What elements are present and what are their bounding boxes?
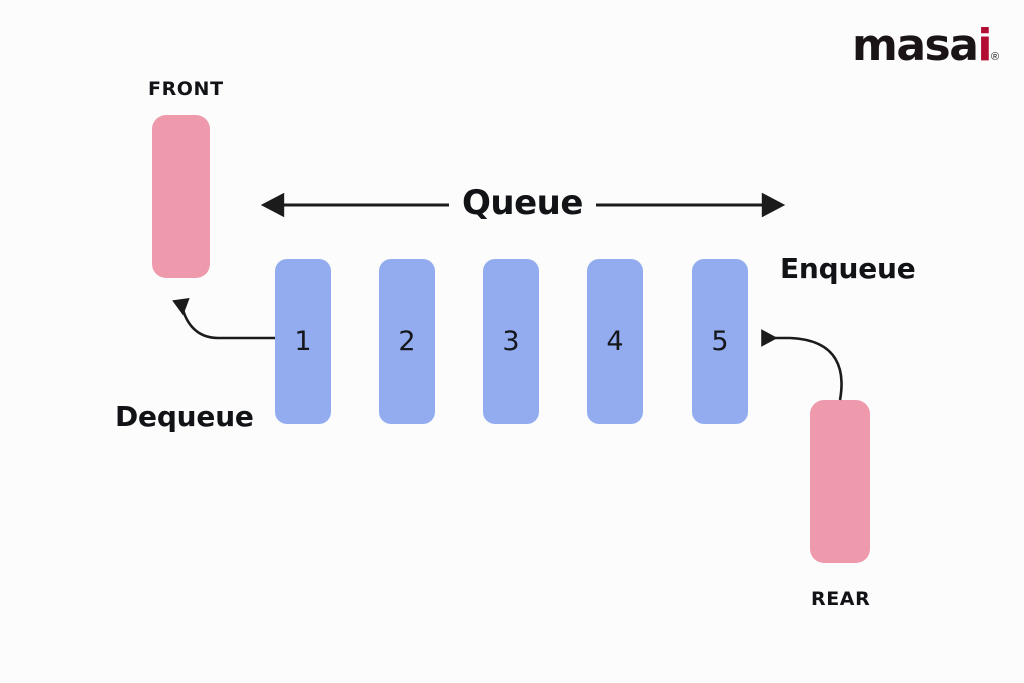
queue-title: Queue bbox=[462, 183, 583, 223]
queue-cell-2[interactable] bbox=[379, 259, 435, 424]
logo-wordmark: masai® bbox=[852, 24, 999, 68]
queue-cell-1-value: 1 bbox=[294, 326, 312, 357]
queue-cell-4-value: 4 bbox=[606, 326, 624, 357]
logo-wordmark-text: masa bbox=[852, 20, 979, 71]
queue-cell-4[interactable] bbox=[587, 259, 643, 424]
enqueue-label: Enqueue bbox=[780, 252, 916, 285]
dequeue-arrow bbox=[172, 298, 275, 340]
queue-cell-1[interactable] bbox=[275, 259, 331, 424]
queue-cell-3[interactable] bbox=[483, 259, 539, 424]
dequeue-label: Dequeue bbox=[115, 400, 254, 433]
logo-accent-letter-i: i bbox=[977, 20, 992, 71]
queue-cell-5[interactable] bbox=[692, 259, 748, 424]
queue-cell-2-value: 2 bbox=[398, 326, 416, 357]
masai-logo: masai® bbox=[852, 18, 1004, 68]
front-pointer-bar bbox=[152, 115, 210, 278]
rear-pointer-bar bbox=[810, 400, 870, 563]
front-pointer-label: FRONT bbox=[148, 78, 224, 100]
queue-cell-5-value: 5 bbox=[711, 326, 729, 357]
rear-pointer-label: REAR bbox=[811, 588, 871, 610]
registered-trademark-icon: ® bbox=[991, 51, 1000, 63]
queue-cell-3-value: 3 bbox=[502, 326, 520, 357]
enqueue-arrow bbox=[761, 329, 843, 401]
